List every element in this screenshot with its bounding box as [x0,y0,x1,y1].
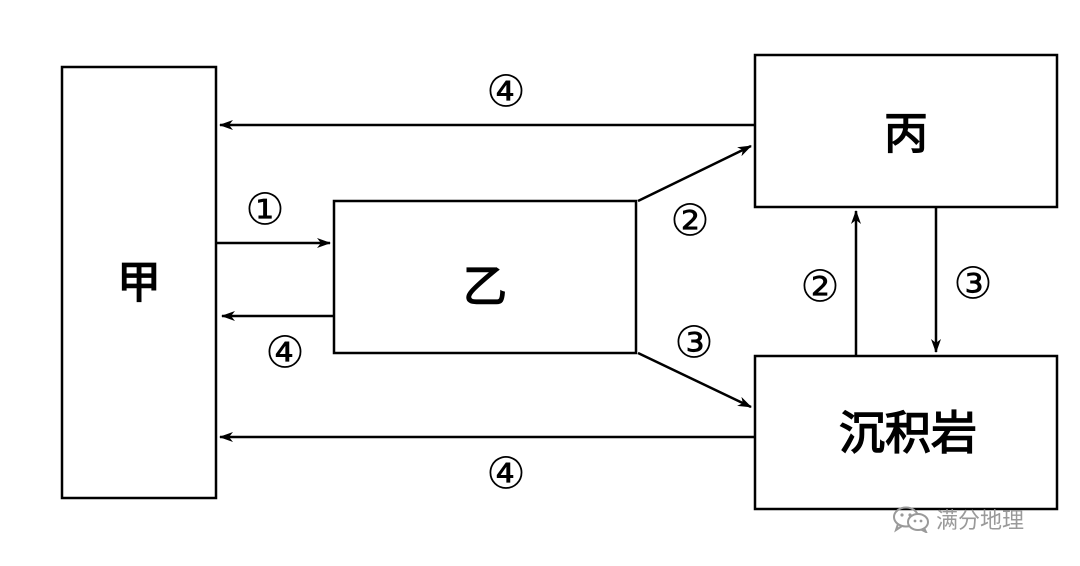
box-yi [332,199,638,355]
label-yi-to-bing: ② [670,196,709,247]
label-sediment-to-jia: ④ [486,449,525,500]
label-bing-to-jia: ④ [486,67,525,118]
arrow-yi-to-bing [637,144,752,203]
box-bing [753,53,1059,209]
box-sediment [753,354,1059,511]
label-yi-to-sediment: ③ [674,318,713,369]
watermark-text: 满分地理 [936,509,1025,534]
label-yi-to-jia: ④ [265,328,304,379]
arrow-yi-to-sediment [637,351,752,409]
label-bing-to-sediment: ③ [953,259,992,310]
box-jia-label: 甲 [117,258,161,309]
label-jia-to-yi: ① [245,185,284,236]
wechat-icon [893,506,929,533]
box-yi-label: 乙 [463,262,507,313]
box-bing-label: 丙 [884,109,928,160]
box-sediment-label: 沉积岩 [839,406,977,460]
box-jia [60,65,218,500]
label-sediment-to-bing: ② [800,262,839,313]
watermark: 满分地理 [892,503,1024,535]
